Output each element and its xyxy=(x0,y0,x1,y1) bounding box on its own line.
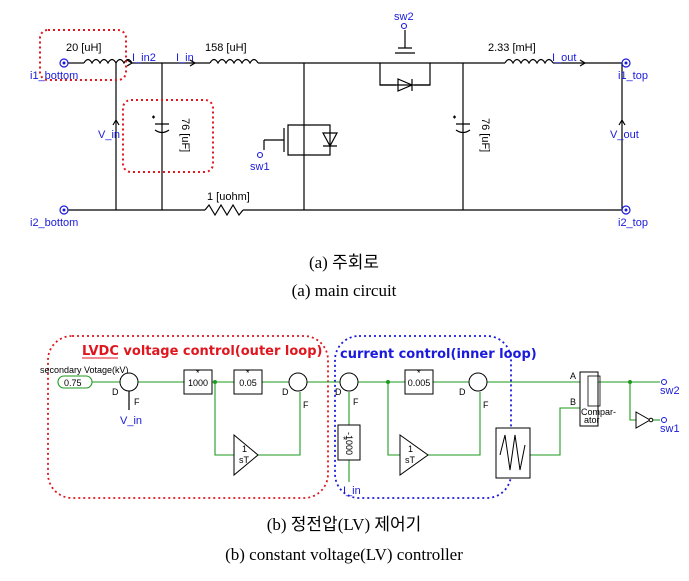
svg-text:sT: sT xyxy=(239,455,250,465)
label-v-out: V_out xyxy=(610,129,639,141)
label-i-out: I_out xyxy=(552,52,576,64)
label-cap-out: 76 [uF] xyxy=(479,118,491,152)
node-i2-bottom xyxy=(59,205,69,215)
sum-junction-2 xyxy=(288,372,308,392)
svg-text:1: 1 xyxy=(408,444,413,454)
label-node-i1-bottom: i1_bottom xyxy=(30,70,78,82)
inductor-233mh xyxy=(504,58,554,65)
svg-text:*: * xyxy=(196,368,200,378)
integrator-inner xyxy=(399,434,429,476)
node-i1-top xyxy=(621,58,631,68)
svg-text:F: F xyxy=(303,400,309,410)
svg-text:1: 1 xyxy=(242,444,247,454)
node-i1-bottom xyxy=(59,58,69,68)
svg-text:*: * xyxy=(417,368,421,378)
svg-text:1000: 1000 xyxy=(188,378,208,388)
sum-junction-3 xyxy=(339,372,359,392)
label-node-i2-bottom: i2_bottom xyxy=(30,217,78,229)
svg-text:B: B xyxy=(570,397,576,407)
label-inductor-mid: 158 [uH] xyxy=(205,42,247,54)
svg-text:D: D xyxy=(282,387,289,397)
label-v-in: V_in xyxy=(98,129,120,141)
inductor-20uh xyxy=(83,58,133,65)
svg-text:F: F xyxy=(353,397,359,407)
triangle-carrier xyxy=(495,427,531,479)
igbt-sw2 xyxy=(379,22,431,92)
sum-junction-4 xyxy=(468,372,488,392)
label-sw2: sw2 xyxy=(394,11,414,23)
svg-text:-1000: -1000 xyxy=(344,432,354,455)
svg-text:F: F xyxy=(483,400,489,410)
gain-1000 xyxy=(183,369,213,395)
label-i-in2: I_in2 xyxy=(132,52,156,64)
highlight-capacitor xyxy=(122,99,214,173)
inner-loop-title: current control(inner loop) xyxy=(340,347,537,362)
capacitor-out xyxy=(453,115,471,134)
outer-loop-box xyxy=(47,335,329,499)
label-ctrl-i-in: I_in xyxy=(343,485,361,497)
caption-a-english: (a) main circuit xyxy=(292,281,397,300)
svg-text:*: * xyxy=(246,368,250,378)
caption-b-english: (b) constant voltage(LV) controller xyxy=(225,545,463,564)
label-sw1: sw1 xyxy=(250,161,270,173)
controller-diagram: LVDC voltage control(outer loop) current… xyxy=(40,335,680,499)
label-cap-in: 76 [uF] xyxy=(179,118,191,152)
inner-loop-box xyxy=(334,335,512,499)
svg-text:A: A xyxy=(570,371,576,381)
label-node-i1-top: i1_top xyxy=(618,70,648,82)
label-resistor: 1 [uohm] xyxy=(207,191,250,203)
label-inductor-out: 2.33 [mH] xyxy=(488,42,536,54)
svg-text:ator: ator xyxy=(584,415,600,425)
comparator-block xyxy=(579,371,599,427)
highlight-inductor xyxy=(39,29,127,81)
svg-text:0.005: 0.005 xyxy=(408,378,431,388)
label-inductor-in: 20 [uH] xyxy=(66,42,101,54)
gain-0005 xyxy=(404,369,434,395)
svg-text:F: F xyxy=(134,397,140,407)
sum-junction-1 xyxy=(119,372,139,392)
gain-neg1000 xyxy=(337,424,361,461)
label-ctrl-v-in: V_in xyxy=(120,415,142,427)
label-setpoint: 0.75 xyxy=(64,378,82,388)
label-comparator: Compar- xyxy=(581,407,616,417)
capacitor-in xyxy=(152,115,170,134)
svg-text:D: D xyxy=(112,387,119,397)
igbt-sw1 xyxy=(256,124,339,159)
integrator-outer xyxy=(233,433,259,477)
label-i-in: I_in xyxy=(176,52,194,64)
inductor-158uh xyxy=(209,58,259,65)
node-i2-top xyxy=(621,205,631,215)
caption-a-korean: (a) 주회로 xyxy=(309,253,379,272)
label-ctrl-sw2: sw2 xyxy=(660,385,680,397)
label-secondary-voltage: secondary Votage(kV) xyxy=(40,365,129,375)
gain-005 xyxy=(233,369,263,395)
resistor-1uohm xyxy=(204,203,244,217)
caption-b-korean: (b) 정전압(LV) 제어기 xyxy=(267,515,422,534)
svg-text:D: D xyxy=(335,387,342,397)
main-circuit: 20 [uH] 158 [uH] 2.33 [mH] I_in2 I_in I_… xyxy=(30,11,648,229)
inverter-gate xyxy=(635,411,652,429)
svg-text:*: * xyxy=(343,435,347,445)
label-node-i2-top: i2_top xyxy=(618,217,648,229)
outer-loop-title: LVDC voltage control(outer loop) xyxy=(82,344,322,359)
svg-text:D: D xyxy=(459,387,466,397)
svg-text:sT: sT xyxy=(405,455,416,465)
label-ctrl-sw1: sw1 xyxy=(660,423,680,435)
svg-text:0.05: 0.05 xyxy=(239,378,257,388)
